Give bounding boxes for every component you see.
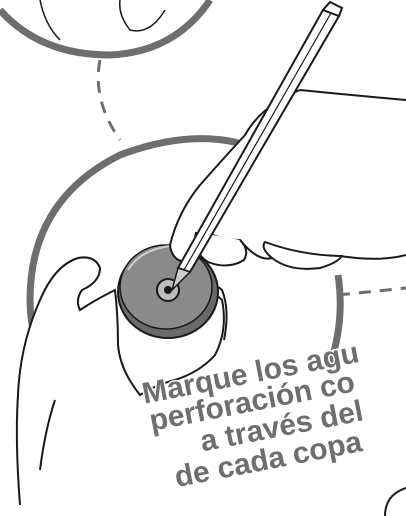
top-circle-frame bbox=[0, 0, 210, 55]
dashed-connector-right bbox=[338, 288, 406, 295]
right-hand-finger-lower bbox=[272, 255, 342, 269]
bottom-ring-partial bbox=[385, 488, 406, 516]
dashed-connector-top bbox=[98, 60, 120, 140]
top-object-outline bbox=[40, 0, 165, 40]
